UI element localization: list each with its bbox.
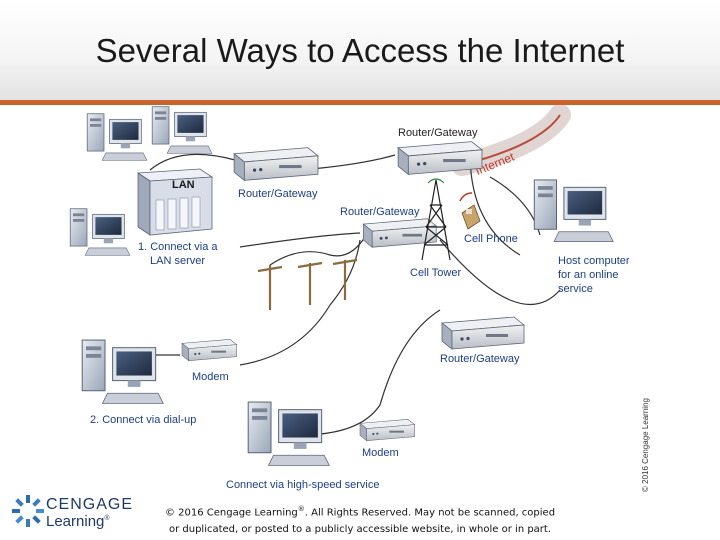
router-left-label: Router/Gateway xyxy=(238,188,318,200)
connect-lan-label-1: 1. Connect via a xyxy=(138,241,218,253)
slide-header xyxy=(0,0,720,100)
cengage-logo-icon xyxy=(12,495,44,527)
lan-label: LAN xyxy=(172,179,195,191)
router-top-label: Router/Gateway xyxy=(398,127,478,139)
slide-title: Several Ways to Access the Internet xyxy=(95,32,625,69)
cell-phone-graphic xyxy=(459,192,481,230)
lan-server xyxy=(136,168,214,236)
modem-label-1: Modem xyxy=(192,371,229,383)
cell-phone-label: Cell Phone xyxy=(464,233,518,245)
connect-lan-label-2: LAN server xyxy=(150,255,206,267)
diagram-graphic: Internet LAN xyxy=(69,104,614,467)
cell-tower-graphic xyxy=(421,178,451,261)
brand-name: CENGAGE xyxy=(46,496,134,513)
cell-tower-label: Cell Tower xyxy=(410,267,462,279)
copyright-footer: © 2016 Cengage Learning®. All Rights Res… xyxy=(150,501,570,538)
utility-poles-graphic xyxy=(257,258,358,310)
host-label-3: service xyxy=(558,283,593,295)
host-label-2: for an online xyxy=(558,269,619,281)
brand-subname: Learning® xyxy=(46,513,110,530)
internet-access-diagram: Internet LAN xyxy=(0,104,720,495)
vertical-copyright: © 2016 Cengage Learning xyxy=(641,398,650,492)
host-label-1: Host computer xyxy=(558,255,630,267)
copyright-line-2: or duplicated, or posted to a publicly a… xyxy=(168,524,552,536)
router-mid-label: Router/Gateway xyxy=(340,206,420,218)
dialup-label: 2. Connect via dial-up xyxy=(90,414,197,426)
highspeed-label: Connect via high-speed service xyxy=(226,479,380,491)
router-right-label: Router/Gateway xyxy=(440,353,520,365)
modem-label-2: Modem xyxy=(362,447,399,459)
header-accent-line xyxy=(0,100,720,105)
copyright-line-1: © 2016 Cengage Learning®. All Rights Res… xyxy=(164,505,556,519)
